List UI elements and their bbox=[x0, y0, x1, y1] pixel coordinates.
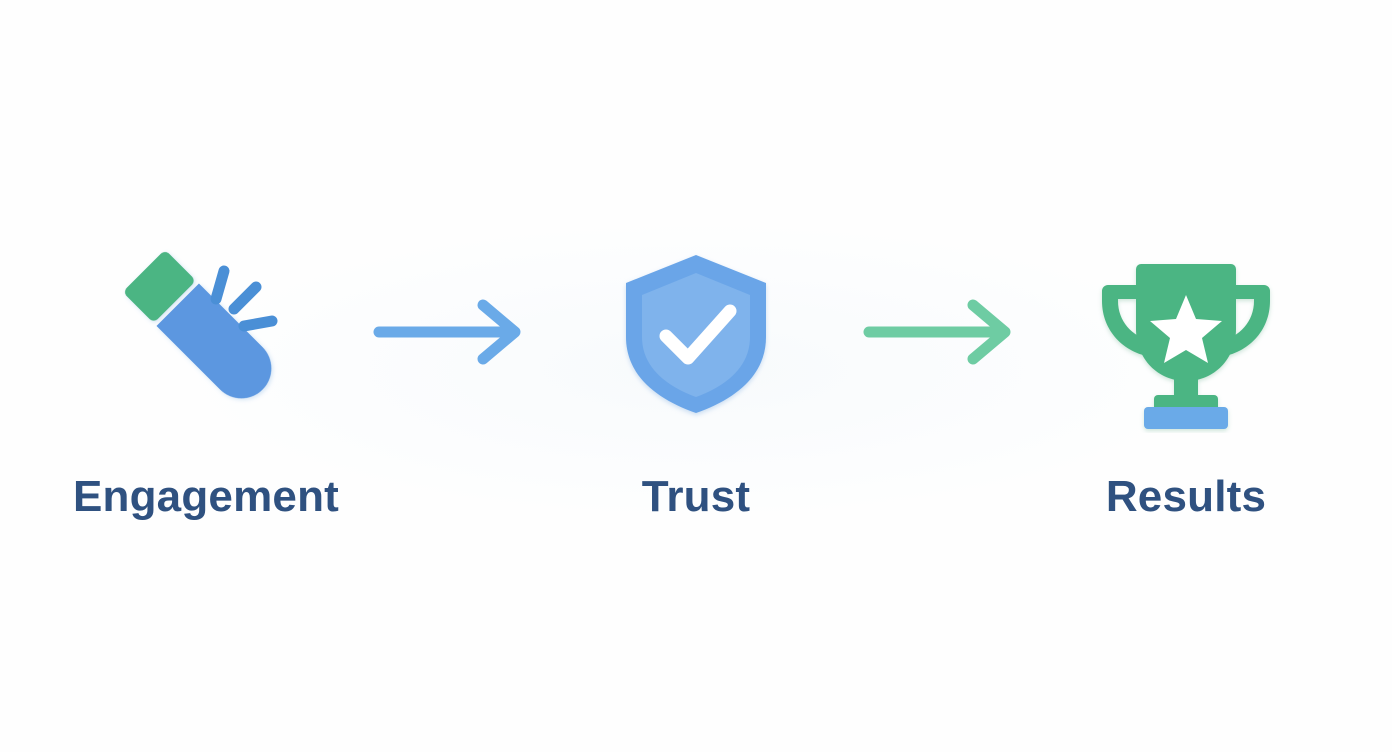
shield-check-icon bbox=[626, 255, 766, 413]
trust-icon-slot bbox=[596, 233, 796, 433]
flow-step-engagement[interactable]: Engagement bbox=[56, 233, 356, 519]
trophy-star-icon bbox=[1102, 264, 1270, 429]
flow-step-trust[interactable]: Trust bbox=[546, 233, 846, 519]
step-label-engagement: Engagement bbox=[72, 472, 340, 521]
arrow-right-icon bbox=[863, 299, 1011, 365]
step-label-results: Results bbox=[1105, 472, 1267, 521]
connector-engagement-to-trust bbox=[356, 232, 546, 432]
connector-trust-to-results bbox=[846, 232, 1036, 432]
results-icon-slot bbox=[1086, 233, 1286, 433]
flow-step-results[interactable]: Results bbox=[1036, 233, 1336, 519]
rocket-capsule-icon bbox=[125, 252, 278, 399]
engagement-icon-slot bbox=[106, 233, 306, 433]
arrow-right-icon bbox=[373, 299, 521, 365]
step-label-trust: Trust bbox=[641, 472, 751, 521]
